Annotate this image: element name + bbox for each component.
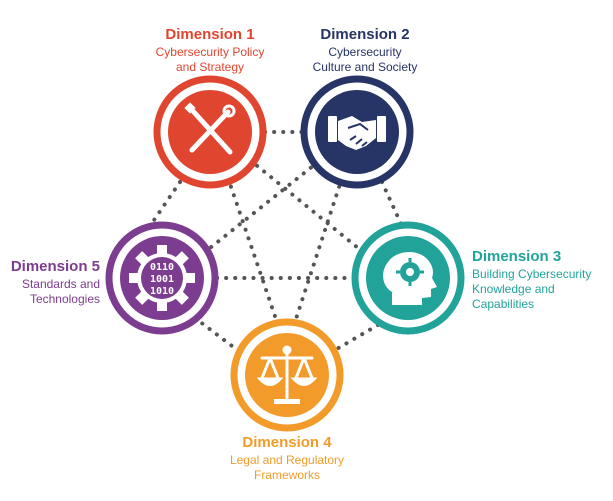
dimension-2-node [300, 75, 414, 189]
dimension-5-label: Dimension 5 Standards and Technologies [0, 258, 100, 307]
dimension-1-label: Dimension 1 Cybersecurity Policy and Str… [130, 26, 290, 75]
dimension-5-desc-line1: Standards and [21, 276, 100, 291]
dimension-1-desc-line1: Cybersecurity Policy [155, 44, 265, 59]
connector-2-4 [292, 176, 344, 327]
dimension-5-desc-line2: Technologies [29, 291, 100, 306]
dimension-3-desc-line1: Building Cybersecurity [472, 266, 592, 281]
connector-5-4 [193, 316, 242, 354]
dimension-2-desc-line2: Culture and Society [312, 59, 418, 74]
binary-row-1: 0110 [150, 262, 174, 273]
dimension-4-node [230, 318, 344, 432]
dimension-1-node [153, 75, 267, 189]
dimension-3-desc-line3: Capabilities [472, 296, 535, 311]
dimension-1-title: Dimension 1 [165, 26, 255, 43]
dimension-2-desc-line1: Cybersecurity [328, 44, 402, 59]
connector-1-5 [148, 180, 182, 228]
scales-icon [256, 345, 318, 404]
binary-row-3: 1010 [150, 286, 174, 297]
dimension-4-desc-line2: Frameworks [253, 467, 320, 482]
dimension-4-title: Dimension 4 [242, 434, 332, 451]
dimension-2-label: Dimension 2 Cybersecurity Culture and So… [285, 26, 445, 75]
binary-gear-icon: 0110 1001 1010 [129, 245, 195, 311]
dimension-3-desc-line2: Knowledge and [472, 281, 555, 296]
connector-2-3 [380, 180, 404, 228]
dimension-2-title: Dimension 2 [320, 26, 410, 43]
handshake-icon [328, 116, 386, 150]
connector-3-4 [333, 323, 380, 352]
head-gear-icon [383, 251, 437, 305]
dimension-5-title: Dimension 5 [10, 258, 100, 275]
binary-row-2: 1001 [150, 274, 174, 285]
dimension-3-title: Dimension 3 [472, 248, 562, 265]
connector-1-4 [226, 176, 280, 327]
dimension-4-label: Dimension 4 Legal and Regulatory Framewo… [207, 434, 367, 483]
dimension-4-desc-line1: Legal and Regulatory [229, 452, 345, 467]
dimension-5-node: 0110 1001 1010 [105, 221, 219, 335]
dimension-3-label: Dimension 3 Building Cybersecurity Knowl… [472, 248, 612, 312]
dimension-3-node [351, 221, 465, 335]
gear-tooth [157, 245, 167, 257]
connector-lines [148, 130, 404, 354]
dimension-1-desc-line2: and Strategy [175, 59, 245, 74]
gear-tooth [157, 299, 167, 311]
